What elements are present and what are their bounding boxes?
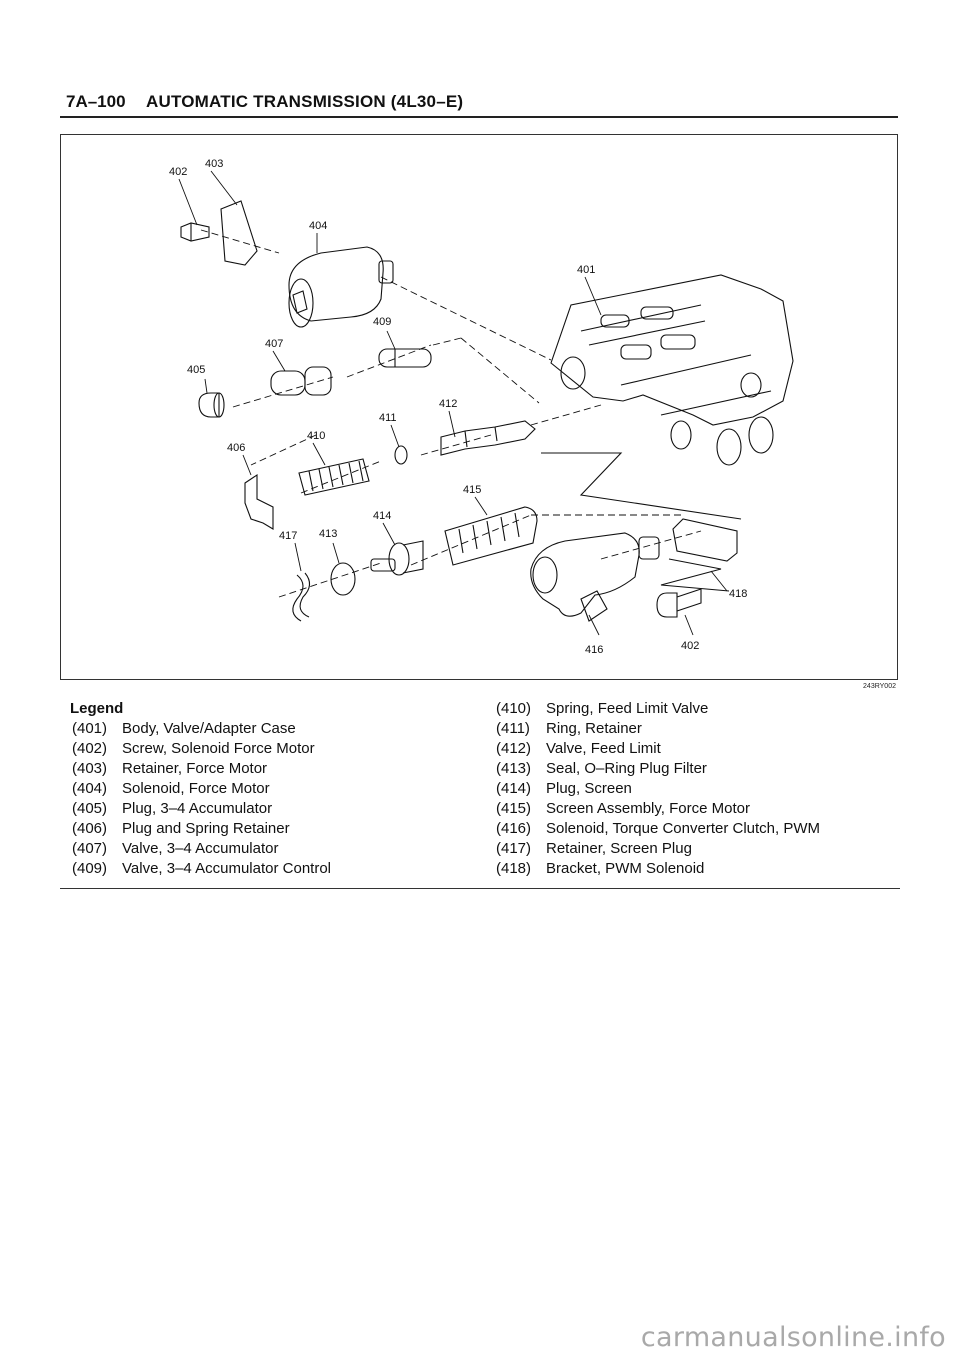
callout-410: 410 [307,430,325,442]
legend-item-text: Screen Assembly, Force Motor [546,800,750,817]
exploded-view-figure: 402 403 404 401 409 407 405 411 412 410 … [60,134,898,680]
legend-item-text: Seal, O–Ring Plug Filter [546,760,707,777]
routing-line-b [660,558,730,592]
pwm-solenoid-416 [530,532,660,622]
callout-414: 414 [373,510,391,522]
accumulator-plug-405 [198,392,225,418]
legend-item-number: (402) [72,740,108,757]
legend-item-text: Valve, Feed Limit [546,740,661,757]
legend-item-text: Spring, Feed Limit Valve [546,700,709,717]
valve-body-401 [550,274,794,466]
section-title: AUTOMATIC TRANSMISSION (4L30–E) [146,92,464,111]
retainer-ring-411 [394,445,408,465]
legend-item-number: (410) [496,700,532,717]
feed-limit-valve-412 [440,420,536,456]
legend-item-number: (404) [72,780,108,797]
figure-code: 243RY002 [863,683,896,690]
callout-415: 415 [463,484,481,496]
legend-item-text: Valve, 3–4 Accumulator [122,840,279,857]
bottom-rule [60,888,900,889]
callout-407: 407 [265,338,283,350]
force-motor-solenoid-404 [288,246,394,328]
retainer-plate-403 [220,200,258,266]
screen-assembly-415 [444,506,538,566]
legend-item-number: (416) [496,820,532,837]
legend-item-text: Retainer, Force Motor [122,760,268,777]
legend-item-number: (407) [72,840,108,857]
legend-item-text: Plug, 3–4 Accumulator [122,800,273,817]
pwm-bracket-418 [672,518,738,562]
legend-heading: Legend [70,700,124,717]
callout-413: 413 [319,528,337,540]
legend-item-text: Bracket, PWM Solenoid [546,860,705,877]
legend-item-text: Retainer, Screen Plug [546,840,692,857]
callout-402-bottom: 402 [681,640,699,652]
screen-plug-retainer-417 [292,572,311,622]
callout-406: 406 [227,442,245,454]
callout-405: 405 [187,364,205,376]
o-ring-413 [330,562,356,596]
legend-item-number: (417) [496,840,532,857]
legend-item-text: Screw, Solenoid Force Motor [122,740,315,757]
callout-401: 401 [577,264,595,276]
legend-item-text: Solenoid, Force Motor [122,780,270,797]
watermark: carmanualsonline.info [640,1322,946,1353]
legend-item-number: (418) [496,860,532,877]
legend-item-text: Plug, Screen [546,780,632,797]
legend-item-number: (401) [72,720,108,737]
legend-item-number: (412) [496,740,532,757]
legend-item-number: (403) [72,760,108,777]
callout-403: 403 [205,158,223,170]
callout-411: 411 [379,412,397,424]
legend-item-number: (406) [72,820,108,837]
callout-418: 418 [729,588,747,600]
legend-item-text: Solenoid, Torque Converter Clutch, PWM [546,820,821,837]
page-number: 7A–100 [66,92,126,111]
exploded-view-drawing: 402 403 404 401 409 407 405 411 412 410 … [169,158,794,656]
legend-item-number: (411) [496,720,530,737]
screw-402-bottom [656,588,702,618]
legend-item-text: Plug and Spring Retainer [122,820,290,837]
screw-402-top [180,222,210,242]
legend-item-number: (409) [72,860,108,877]
legend-item-text: Body, Valve/Adapter Case [122,720,296,737]
legend-item-number: (414) [496,780,532,797]
accumulator-valve-407 [270,366,332,396]
legend-item-number: (413) [496,760,532,777]
legend-item-number: (405) [72,800,108,817]
feed-limit-spring-410 [298,458,370,496]
callout-417: 417 [279,530,297,542]
plug-spring-retainer-406 [244,473,274,530]
page-header: 7A–100 AUTOMATIC TRANSMISSION (4L30–E) [60,92,898,118]
callout-412: 412 [439,398,457,410]
screen-plug-414 [370,540,424,576]
callout-leaders [178,170,728,636]
callout-416: 416 [585,644,603,656]
callout-404: 404 [309,220,327,232]
assembly-guide-lines [200,229,702,598]
callout-402-top: 402 [169,166,187,178]
routing-line-a [541,452,742,520]
legend-item-text: Ring, Retainer [546,720,642,737]
legend-item-number: (415) [496,800,532,817]
callout-409: 409 [373,316,391,328]
accumulator-control-valve-409 [378,348,432,368]
legend-item-text: Valve, 3–4 Accumulator Control [122,860,331,877]
